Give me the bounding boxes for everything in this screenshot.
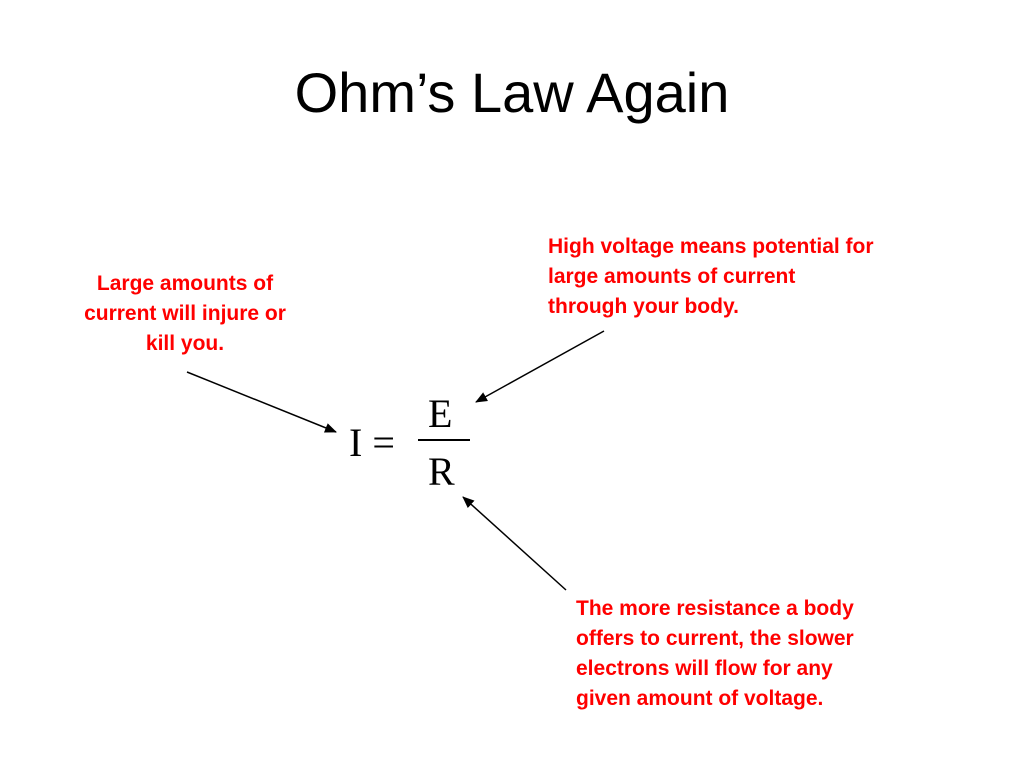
note-line: electrons will flow for any: [576, 657, 833, 680]
arrow-to-resistance: [462, 496, 567, 591]
note-line: offers to current, the slower: [576, 627, 854, 650]
note-high-voltage: High voltage means potential for large a…: [548, 232, 874, 322]
formula-lhs: I =: [349, 420, 395, 465]
note-line: given amount of voltage.: [576, 687, 824, 710]
note-line: large amounts of current: [548, 265, 796, 288]
note-line: The more resistance a body: [576, 597, 854, 620]
arrow-to-current: [186, 371, 337, 433]
arrow-to-voltage: [475, 330, 605, 403]
note-resistance: The more resistance a body offers to cur…: [576, 594, 854, 714]
note-line: Large amounts of: [96, 272, 274, 295]
formula-numerator: E: [428, 391, 453, 436]
note-line: through your body.: [548, 295, 739, 318]
note-line: current will injure or: [84, 302, 286, 325]
note-current-injury: Large amounts of current will injure or …: [45, 269, 325, 359]
slide-title: Ohm’s Law Again: [294, 61, 730, 124]
formula-denominator: R: [428, 449, 455, 494]
note-line: High voltage means potential for: [548, 235, 874, 258]
note-line: kill you.: [145, 332, 225, 355]
